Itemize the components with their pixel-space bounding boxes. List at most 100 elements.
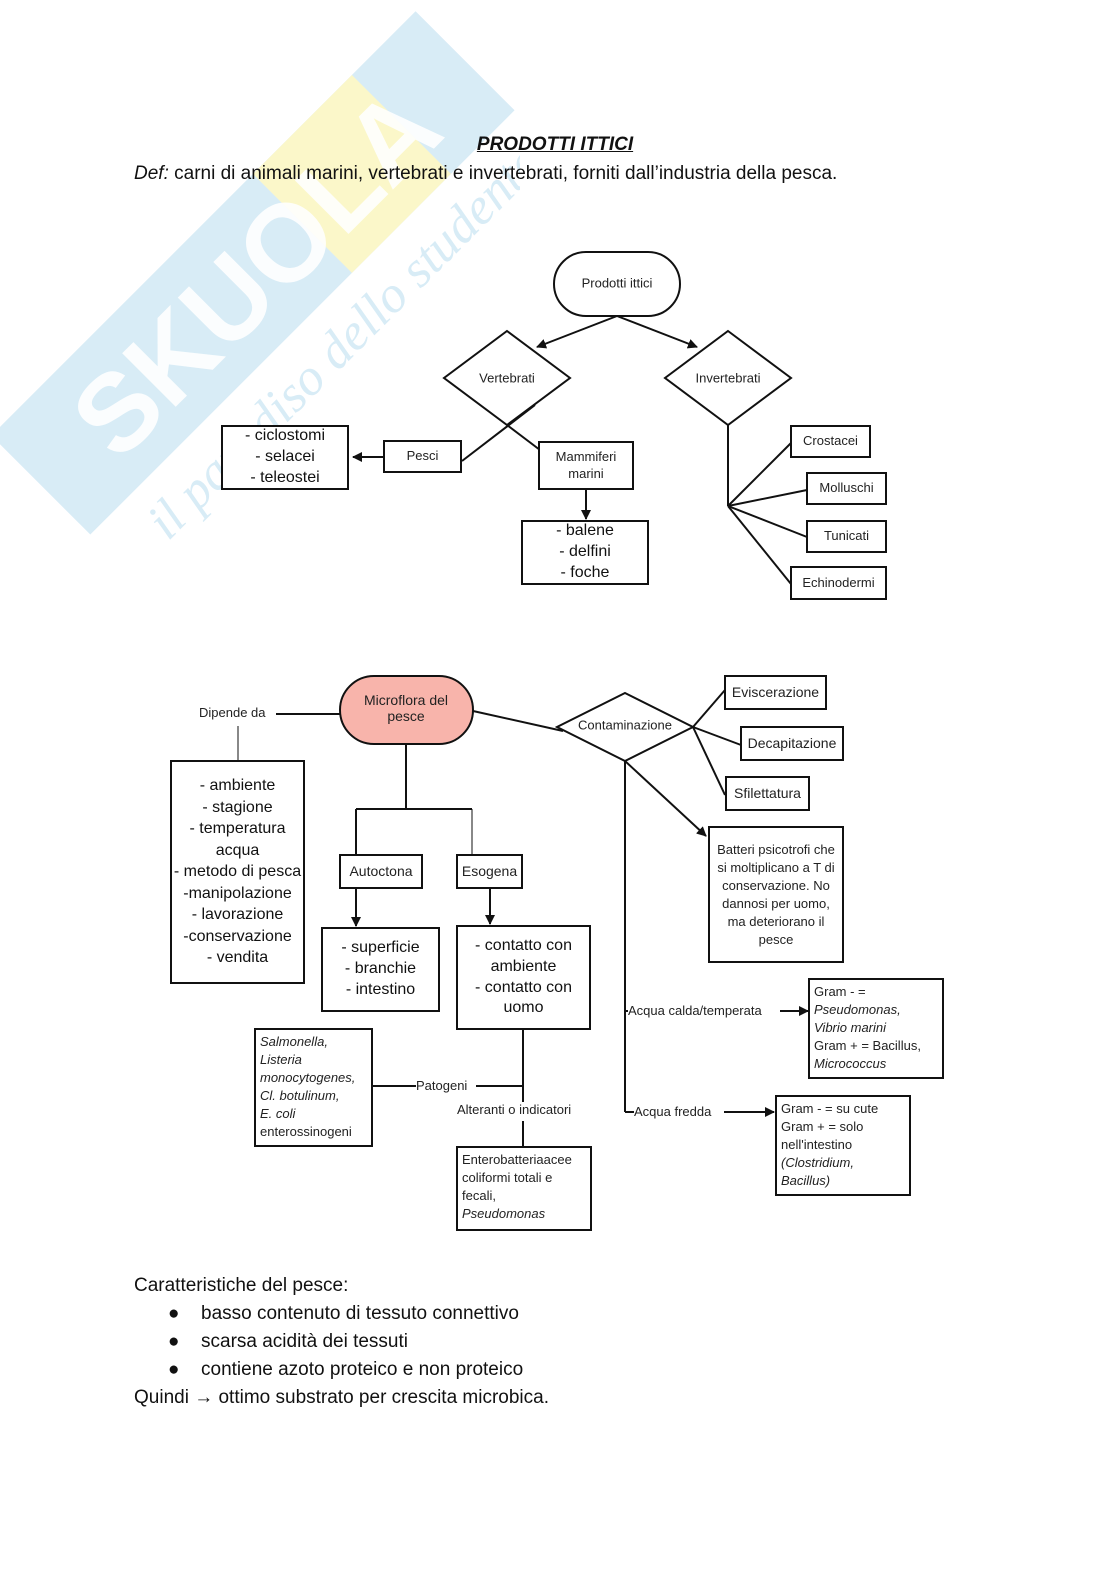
bullet-icon: ● [168, 1303, 180, 1324]
list-item: ● contiene azoto proteico e non proteico [168, 1356, 549, 1384]
mammiferi-item: - foche [560, 563, 610, 581]
edge-sfilettatura [692, 726, 726, 796]
edge-psicotrofi [624, 760, 707, 837]
edge-tunicati [727, 505, 808, 538]
conclusion: Quindi → ottimo substrato per crescita m… [134, 1387, 549, 1408]
label-alteranti-o-indicatori: Alteranti o indicatori [457, 1102, 572, 1117]
fattore-item: - vendita [206, 949, 269, 967]
node-mammiferi-marini: Mammiferi marini [538, 441, 634, 490]
label-dipende-da: Dipende da [199, 705, 266, 720]
list-item-text: contiene azoto proteico e non proteico [201, 1359, 524, 1380]
label-acqua-calda: Acqua calda/temperata [628, 1003, 762, 1018]
bullet-icon: ● [168, 1331, 180, 1352]
prodotti-root-shape [553, 251, 681, 317]
edge-decapitazione [692, 726, 742, 746]
fattore-item: - stagione [202, 798, 273, 816]
label-patogeni: Patogeni [416, 1078, 468, 1093]
edge-molluschi [727, 489, 808, 507]
list-item-text: basso contenuto di tessuto connettivo [201, 1303, 519, 1324]
node-eviscerazione: Eviscerazione [724, 675, 827, 710]
node-crostacei: Crostacei [790, 425, 871, 458]
patogeno-item: Cl. botulinum, [260, 1088, 340, 1103]
fattore-item: - ambiente [199, 777, 276, 795]
edge-root-contaminazione [472, 710, 564, 732]
node-microflora-del-pesce: Microflora del pesce [363, 692, 449, 724]
fattore-item: - temperatura acqua [189, 820, 286, 859]
acqua-calda-item: Gram - = [814, 984, 866, 999]
list-item: ● scarsa acidità dei tessuti [168, 1328, 549, 1356]
esogena-item: - contatto con uomo [475, 978, 572, 1017]
edge-root-vertebrati [536, 315, 618, 349]
node-acqua-fredda-box: Gram - = su cute Gram + = solo nell'inte… [775, 1095, 911, 1196]
pesci-item: - selacei [255, 448, 315, 466]
bullet-icon: ● [168, 1359, 180, 1380]
acqua-calda-item: Gram + = Bacillus, [814, 1038, 921, 1053]
definition: Def: carni di animali marini, vertebrati… [134, 163, 837, 185]
esogena-item: - contatto con ambiente [475, 936, 572, 975]
patogeno-item: E. coli [260, 1106, 296, 1121]
node-esogena-list: - contatto con ambiente - contatto con u… [456, 925, 591, 1030]
node-patogeni-list: Salmonella, Listeria monocytogenes, Cl. … [254, 1028, 373, 1147]
node-batteri-psicotrofi: Batteri psicotrofi che si moltiplicano a… [708, 826, 844, 963]
node-acqua-calda-box: Gram - = Pseudomonas, Vibrio marini Gram… [808, 978, 944, 1079]
edge-vertebrati-mammiferi [506, 424, 541, 451]
node-alteranti-list: Enterobatteriaacee coliformi totali e fe… [456, 1146, 592, 1231]
alterante-item: fecali, [462, 1188, 496, 1203]
list-item: ● basso contenuto di tessuto connettivo [168, 1300, 549, 1328]
alterante-item: Pseudomonas [462, 1206, 546, 1221]
fattore-item: -manipolazione [183, 884, 292, 902]
edge-eviscerazione [692, 689, 726, 728]
page-title: PRODOTTI ITTICI [476, 134, 634, 155]
node-invertebrati: Invertebrati [695, 370, 761, 386]
label-acqua-fredda: Acqua fredda [634, 1104, 712, 1119]
list-item-text: scarsa acidità dei tessuti [201, 1331, 408, 1352]
node-pesci-list: - ciclostomi - selacei - teleostei [221, 425, 349, 490]
acqua-fredda-item: Bacillus) [781, 1173, 831, 1188]
fattore-item: - lavorazione [191, 906, 284, 924]
node-decapitazione: Decapitazione [740, 726, 844, 761]
autoctona-item: - superficie [341, 939, 420, 957]
autoctona-item: - intestino [345, 980, 416, 998]
caratteristiche-section: Caratteristiche del pesce: ● basso conten… [134, 1272, 549, 1412]
autoctona-item: - branchie [344, 960, 417, 978]
edge-root-invertebrati [616, 315, 698, 349]
caratteristiche-heading: Caratteristiche del pesce: [134, 1275, 349, 1296]
alterante-item: Enterobatteriaacee [462, 1152, 572, 1167]
acqua-fredda-item: (Clostridium, [781, 1155, 854, 1170]
node-prodotti-ittici: Prodotti ittici [581, 275, 653, 291]
node-pesci: Pesci [383, 440, 462, 473]
fattore-item: -conservazione [183, 927, 292, 945]
patogeno-item: Salmonella, [260, 1034, 328, 1049]
node-vertebrati: Vertebrati [479, 370, 535, 386]
acqua-calda-item: Micrococcus [814, 1056, 887, 1071]
definition-text: carni di animali marini, vertebrati e in… [168, 163, 838, 184]
acqua-fredda-item: Gram + = solo [781, 1119, 864, 1134]
node-mammiferi-list: - balene - delfini - foche [521, 520, 649, 585]
acqua-fredda-item: nell'intestino [781, 1137, 853, 1152]
mammiferi-item: - balene [556, 522, 614, 540]
patogeno-item: monocytogenes, [260, 1070, 356, 1085]
pesci-item: - ciclostomi [244, 427, 325, 445]
node-tunicati: Tunicati [806, 520, 887, 553]
node-echinodermi: Echinodermi [790, 566, 887, 600]
node-autoctona: Autoctona [339, 854, 423, 889]
node-fattori: - ambiente - stagione - temperatura acqu… [170, 760, 305, 984]
alterante-item: coliformi totali e [462, 1170, 553, 1185]
patogeno-item: enterossinogeni [260, 1124, 352, 1139]
node-contaminazione: Contaminazione [578, 717, 672, 733]
pesci-item: - teleostei [250, 468, 320, 486]
acqua-fredda-item: Gram - = su cute [781, 1101, 879, 1116]
acqua-calda-item: Vibrio marini [814, 1020, 887, 1035]
definition-prefix: Def: [134, 163, 169, 184]
edge-crostacei [727, 442, 792, 507]
node-autoctona-list: - superficie - branchie - intestino [321, 927, 440, 1012]
mammiferi-item: - delfini [559, 543, 611, 561]
patogeno-item: Listeria [260, 1052, 302, 1067]
edge-vertebrati-pesci [461, 404, 536, 462]
microflora-root-shape [339, 675, 474, 745]
acqua-calda-item: Pseudomonas, [814, 1002, 901, 1017]
caratteristiche-list: ● basso contenuto di tessuto connettivo ●… [134, 1300, 549, 1384]
node-esogena: Esogena [456, 854, 523, 889]
node-molluschi: Molluschi [806, 472, 887, 505]
